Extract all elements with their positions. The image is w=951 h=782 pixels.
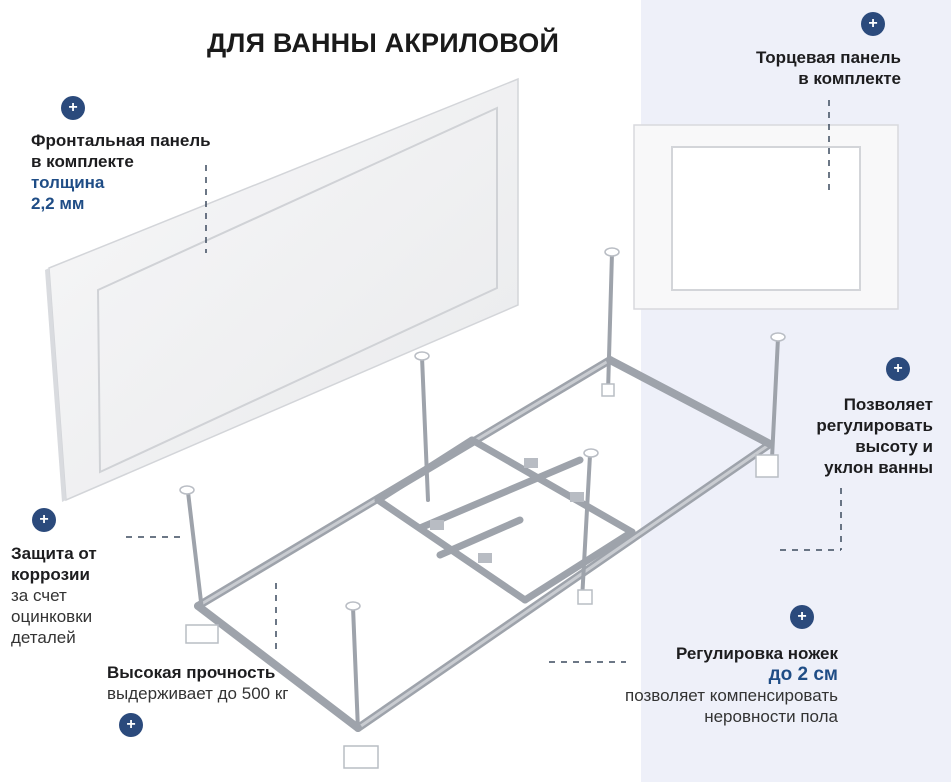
corrosion-line4: оцинковки (11, 607, 93, 626)
strength-label: Высокая прочность выдерживает до 500 кг (107, 662, 288, 704)
adjust-line2: регулировать (816, 416, 933, 435)
corrosion-line5: деталей (11, 628, 76, 647)
end-panel-label: Торцевая панель в комплекте (756, 47, 901, 89)
strength-line1: Высокая прочность (107, 663, 276, 682)
adjust-label: Позволяет регулировать высоту и уклон ва… (816, 394, 933, 478)
plus-icon: + (886, 357, 910, 381)
legs-line1: Регулировка ножек (675, 644, 838, 663)
leader-lines (126, 100, 842, 663)
legs-label: Регулировка ножек до 2 см позволяет комп… (625, 643, 838, 727)
front-panel-thickness-label: толщина (31, 173, 105, 192)
front-panel-label: Фронтальная панель в комплекте толщина 2… (31, 130, 211, 214)
front-panel-image (45, 77, 519, 502)
strength-line2: выдерживает до 500 кг (107, 684, 289, 703)
legs-line3: позволяет компенсировать (625, 686, 838, 705)
plus-icon: + (790, 605, 814, 629)
bath-frame-image (186, 251, 780, 732)
end-panel-line1: Торцевая панель (755, 48, 901, 67)
page-title: ДЛЯ ВАННЫ АКРИЛОВОЙ (207, 28, 560, 58)
plus-icon: + (61, 96, 85, 120)
plus-icon: + (119, 713, 143, 737)
front-panel-thickness-value: 2,2 мм (31, 194, 85, 213)
corrosion-line1: Защита от (11, 544, 97, 563)
plus-icon: + (32, 508, 56, 532)
adjust-line3: высоту и (855, 437, 933, 456)
plus-icon: + (861, 12, 885, 36)
corrosion-line2: коррозии (11, 565, 90, 584)
adjust-line4: уклон ванны (824, 458, 933, 477)
adjust-line1: Позволяет (843, 395, 933, 414)
legs-line2: до 2 см (768, 664, 838, 685)
end-panel-line2: в комплекте (798, 69, 901, 88)
front-panel-line1: Фронтальная панель (31, 131, 211, 150)
corrosion-line3: за счет (11, 586, 67, 605)
corrosion-label: Защита от коррозии за счет оцинковки дет… (11, 543, 97, 648)
frame-feet (179, 247, 786, 769)
front-panel-line2: в комплекте (31, 152, 134, 171)
legs-line4: неровности пола (704, 707, 838, 726)
end-panel-image (633, 124, 899, 310)
